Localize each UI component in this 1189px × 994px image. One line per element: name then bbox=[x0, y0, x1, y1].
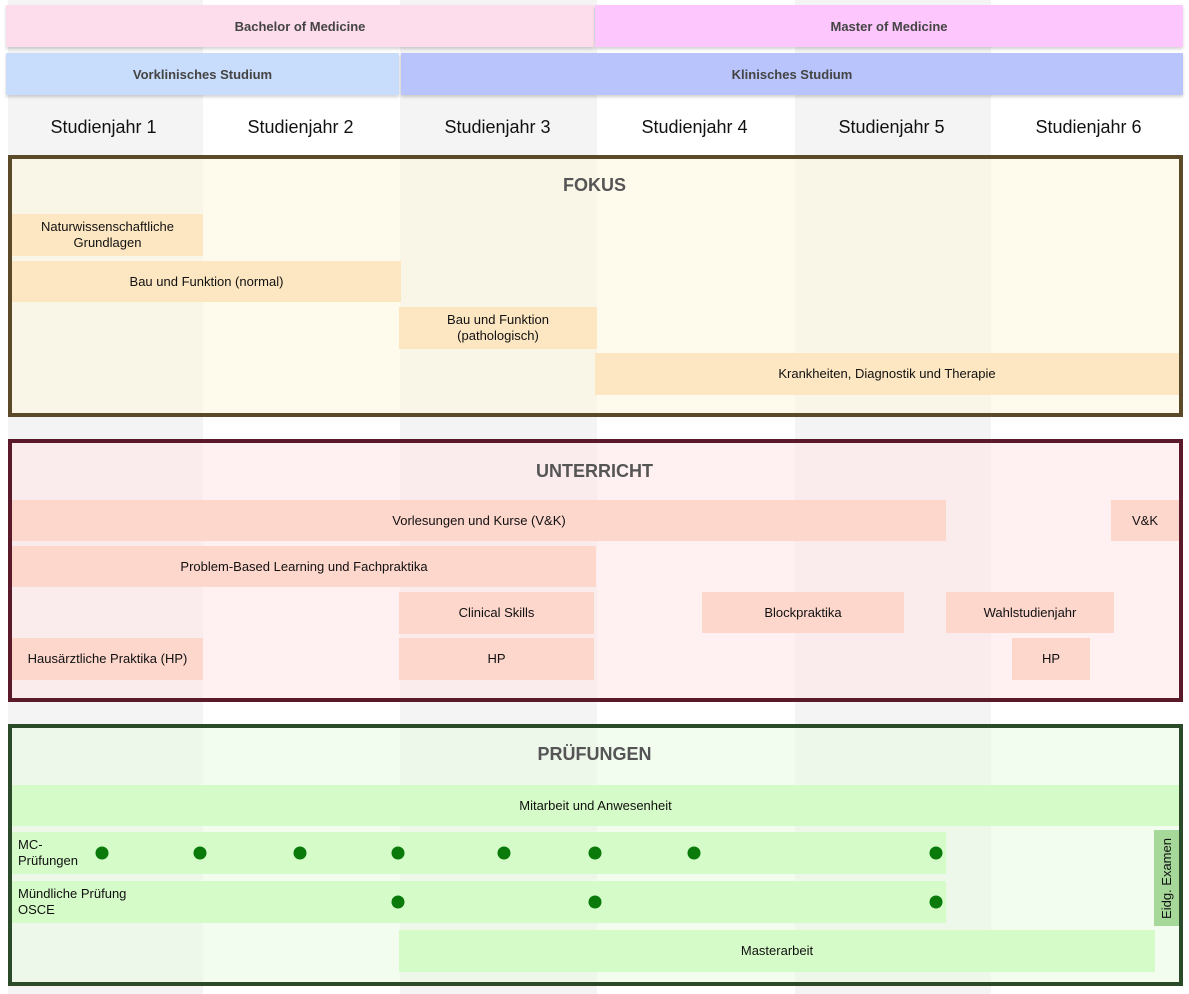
oral-exam-dot bbox=[391, 895, 405, 909]
pruefungen-title: PRÜFUNGEN bbox=[537, 744, 652, 764]
bachelor-label: Bachelor of Medicine bbox=[234, 18, 366, 34]
clinical-skills-label: Clinical Skills bbox=[458, 605, 535, 620]
master-banner: Master of Medicine bbox=[595, 5, 1183, 47]
klinisch-banner: Klinisches Studium bbox=[401, 53, 1183, 95]
masterarbeit-label: Masterarbeit bbox=[740, 943, 814, 958]
bau-patho-label: Bau und Funktion (pathologisch) bbox=[447, 312, 549, 343]
vk-short-label: V&K bbox=[1131, 512, 1158, 528]
mc-bar: MC- Prüfungen bbox=[12, 832, 946, 874]
hausarzt-bar: Hausärztliche Praktika (HP) bbox=[12, 638, 203, 680]
eidg-examen-label: Eidg. Examen bbox=[1159, 837, 1174, 919]
muendlich-label: Mündliche Prüfung OSCE bbox=[18, 886, 127, 917]
unterricht-title: UNTERRICHT bbox=[536, 461, 653, 481]
year-header-6: Studienjahr 6 bbox=[1035, 116, 1142, 137]
masterarbeit-bar: Masterarbeit bbox=[399, 930, 1155, 972]
mc-exam-dot bbox=[588, 846, 602, 860]
pbl-label: Problem-Based Learning und Fachpraktika bbox=[180, 558, 428, 574]
year-header-1: Studienjahr 1 bbox=[50, 116, 157, 137]
mitarbeit-bar: Mitarbeit und Anwesenheit bbox=[12, 785, 1179, 826]
muendlich-bar: Mündliche Prüfung OSCE bbox=[12, 881, 946, 923]
krankheiten-label: Krankheiten, Diagnostik und Therapie bbox=[778, 366, 996, 381]
vk-label: Vorlesungen und Kurse (V&K) bbox=[392, 512, 566, 528]
hp-label: HP bbox=[487, 651, 506, 666]
blockpraktika-label: Blockpraktika bbox=[764, 604, 842, 620]
master-label: Master of Medicine bbox=[830, 18, 948, 34]
wahlstudienjahr-bar: Wahlstudienjahr bbox=[946, 592, 1114, 633]
oral-exam-dot bbox=[929, 895, 943, 909]
bachelor-banner: Bachelor of Medicine bbox=[6, 5, 594, 47]
mc-exam-dot bbox=[687, 846, 701, 860]
year-header-5: Studienjahr 5 bbox=[838, 116, 945, 137]
fokus-title: FOKUS bbox=[563, 175, 626, 195]
mc-exam-dot bbox=[929, 846, 943, 860]
mitarbeit-label: Mitarbeit und Anwesenheit bbox=[519, 797, 672, 813]
vk-short-bar: V&K bbox=[1111, 500, 1179, 541]
klinisch-label: Klinisches Studium bbox=[731, 66, 853, 82]
wahlstudienjahr-label: Wahlstudienjahr bbox=[983, 604, 1077, 620]
bau-normal-label: Bau und Funktion (normal) bbox=[129, 273, 284, 289]
year-header-2: Studienjahr 2 bbox=[247, 116, 354, 137]
hp2-bar: HP bbox=[1012, 638, 1090, 680]
blockpraktika-bar: Blockpraktika bbox=[702, 592, 904, 633]
mc-exam-dot bbox=[193, 846, 207, 860]
mc-label: MC- Prüfungen bbox=[18, 837, 78, 868]
mc-exam-dot bbox=[497, 846, 511, 860]
eidg-examen-bar: Eidg. Examen bbox=[1154, 830, 1179, 926]
pbl-bar: Problem-Based Learning und Fachpraktika bbox=[12, 546, 596, 587]
krankheiten-bar: Krankheiten, Diagnostik und Therapie bbox=[595, 353, 1179, 395]
hausarzt-label: Hausärztliche Praktika (HP) bbox=[27, 651, 188, 666]
oral-exam-dot bbox=[588, 895, 602, 909]
mc-exam-dot bbox=[293, 846, 307, 860]
year-header-3: Studienjahr 3 bbox=[444, 116, 551, 137]
naturwiss-bar: Naturwissenschaftliche Grundlagen bbox=[12, 214, 203, 256]
vk-bar: Vorlesungen und Kurse (V&K) bbox=[12, 500, 946, 541]
hp2-label: HP bbox=[1041, 651, 1061, 666]
bau-normal-bar: Bau und Funktion (normal) bbox=[12, 261, 401, 302]
hp-bar: HP bbox=[399, 638, 594, 680]
clinical-skills-bar: Clinical Skills bbox=[399, 592, 594, 634]
mc-exam-dot bbox=[391, 846, 405, 860]
mc-exam-dot bbox=[95, 846, 109, 860]
naturwiss-label: Naturwissenschaftliche Grundlagen bbox=[41, 219, 174, 250]
bau-patho-bar: Bau und Funktion (pathologisch) bbox=[399, 307, 597, 349]
year-header-4: Studienjahr 4 bbox=[641, 116, 748, 137]
vorklinisch-banner: Vorklinisches Studium bbox=[6, 53, 399, 95]
vorklinisch-label: Vorklinisches Studium bbox=[132, 66, 273, 82]
